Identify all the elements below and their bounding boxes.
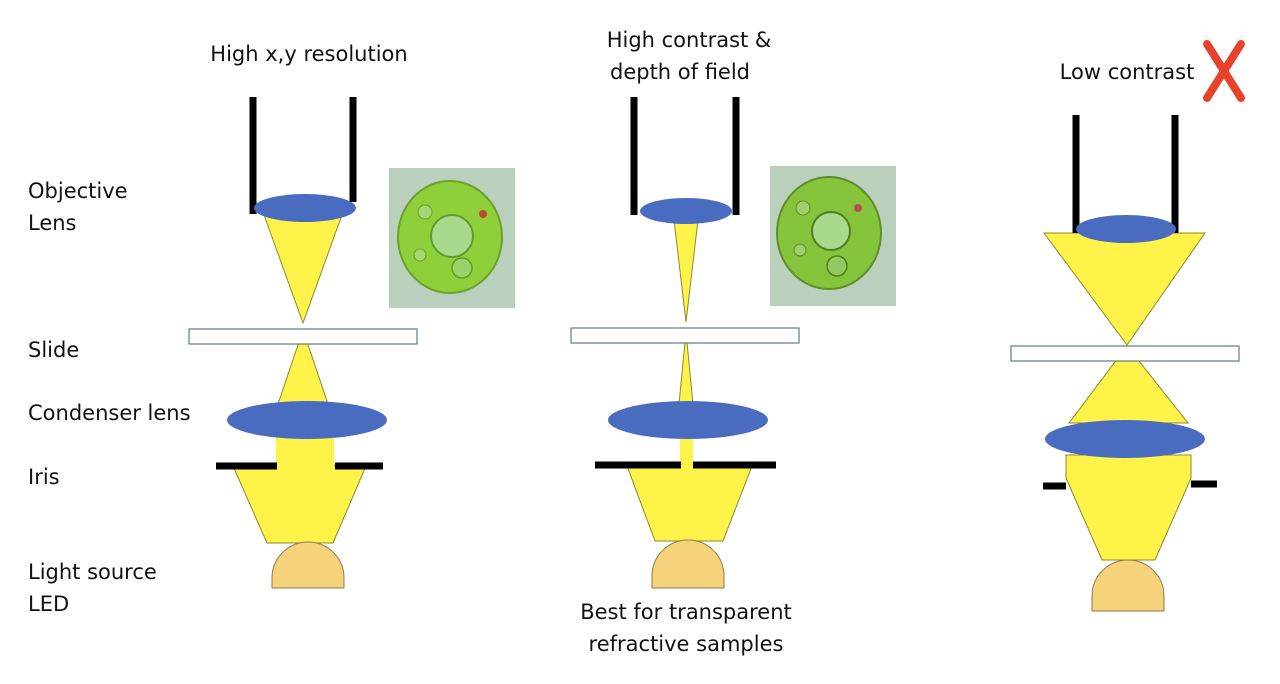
cell-micrograph-left	[389, 168, 515, 308]
panel-low-contrast: Low contrast	[1010, 40, 1245, 612]
caption-high-resolution: High x,y resolution	[210, 42, 407, 66]
led-source	[651, 539, 725, 589]
cell-micrograph-middle	[770, 166, 896, 306]
caption-high-contrast-line2: depth of field	[610, 60, 750, 84]
condenser-lens	[608, 401, 768, 439]
panel-high-contrast: High contrast & depth of field Best for …	[570, 28, 896, 656]
light-cone-objective	[262, 211, 344, 325]
light-cone-lower	[1065, 454, 1192, 561]
light-cone-objective	[1043, 232, 1206, 346]
panel-high-resolution: High x,y resolution	[188, 42, 515, 589]
led-source	[271, 541, 345, 589]
label-objective-line2: Lens	[28, 211, 77, 235]
condenser-lens	[227, 401, 387, 439]
label-source-line2: LED	[28, 592, 69, 616]
cross-mark-icon	[1203, 40, 1245, 102]
caption-low-contrast: Low contrast	[1060, 60, 1195, 84]
objective-lens	[640, 198, 732, 224]
label-iris: Iris	[28, 465, 60, 489]
light-cone-lower	[232, 465, 367, 544]
light-cone-objective	[673, 219, 699, 323]
label-source-line1: Light source	[28, 560, 157, 584]
label-slide: Slide	[28, 338, 79, 362]
slide	[570, 327, 800, 344]
footer-line1: Best for transparent	[580, 600, 792, 624]
row-labels: Objective Lens Slide Condenser lens Iris…	[28, 179, 191, 616]
led-source	[1091, 559, 1165, 612]
caption-high-contrast-line1: High contrast &	[607, 28, 772, 52]
condenser-lens	[1045, 420, 1205, 458]
light-cone-lower	[626, 465, 753, 542]
footer-line2: refractive samples	[589, 632, 784, 656]
objective-lens	[1076, 215, 1176, 243]
label-objective-line1: Objective	[28, 179, 128, 203]
light-column-iris	[276, 436, 334, 468]
light-column-iris	[680, 436, 693, 468]
objective-lens	[254, 194, 356, 222]
label-condenser: Condenser lens	[28, 401, 191, 425]
slide	[1010, 345, 1240, 362]
slide	[188, 328, 418, 345]
